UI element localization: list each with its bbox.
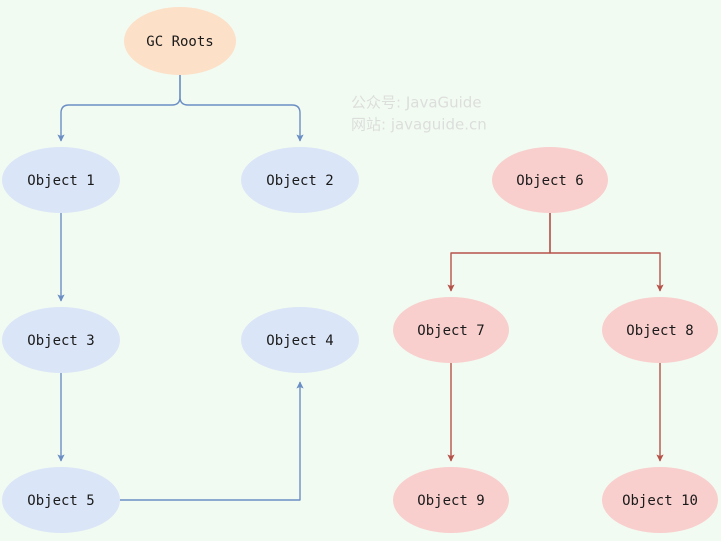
edge-object6-object8: [549, 213, 664, 292]
node-object-5[interactable]: Object 5: [2, 467, 120, 533]
node-shape-object-1[interactable]: [2, 147, 120, 213]
node-object-2[interactable]: Object 2: [241, 147, 359, 213]
node-object-4[interactable]: Object 4: [241, 307, 359, 373]
watermark-line-2: 网站: javaguide.cn: [351, 116, 487, 134]
edge-layer: [57, 75, 664, 501]
node-shape-object-6[interactable]: [492, 147, 608, 213]
edge-object6-object7: [447, 213, 551, 292]
node-shape-object-4[interactable]: [241, 307, 359, 373]
node-shape-object-5[interactable]: [2, 467, 120, 533]
node-object-7[interactable]: Object 7: [393, 297, 509, 363]
node-object-3[interactable]: Object 3: [2, 307, 120, 373]
node-shape-object-10[interactable]: [602, 467, 718, 533]
node-object-6[interactable]: Object 6: [492, 147, 608, 213]
node-gc-roots[interactable]: GC Roots: [124, 7, 236, 75]
edge-gcroots-object1: [57, 75, 181, 142]
node-shape-object-7[interactable]: [393, 297, 509, 363]
node-shape-object-2[interactable]: [241, 147, 359, 213]
node-object-9[interactable]: Object 9: [393, 467, 509, 533]
node-object-8[interactable]: Object 8: [602, 297, 718, 363]
watermark: 公众号: JavaGuide 网站: javaguide.cn: [351, 94, 487, 134]
node-shape-gc-roots[interactable]: [124, 7, 236, 75]
node-shape-object-9[interactable]: [393, 467, 509, 533]
node-object-1[interactable]: Object 1: [2, 147, 120, 213]
node-shape-object-3[interactable]: [2, 307, 120, 373]
node-shape-object-8[interactable]: [602, 297, 718, 363]
edge-object5-object4: [120, 381, 304, 501]
node-object-10[interactable]: Object 10: [602, 467, 718, 533]
watermark-line-1: 公众号: JavaGuide: [351, 94, 482, 112]
edge-gcroots-object2: [179, 75, 304, 142]
